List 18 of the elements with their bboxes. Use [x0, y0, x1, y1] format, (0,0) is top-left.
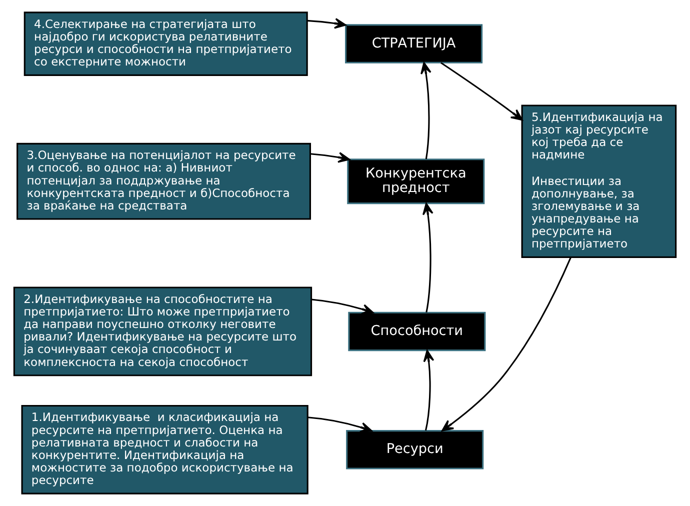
node-box: Конкурентска предност — [347, 158, 485, 204]
arrow — [312, 298, 374, 315]
arrow — [420, 62, 432, 160]
arrow — [310, 152, 350, 163]
node-box: Способности — [348, 312, 486, 352]
arrow — [423, 350, 434, 431]
node-box: 5.Идентификација на јазот кај ресурсите кој треба да се надмине Инвестиции за дополнување, за зголемување и за унапредување на ресурсите на претпријатието — [521, 104, 677, 258]
arrow — [308, 416, 372, 433]
node-box: 2.Идентификување на способностите на претпријатието: Што може претпријатието да направи поуспешно отколку неговите ривали? Идентификување на ресурсите што ја сочинуваат секоја способност и комплексноста на секоја способност — [13, 286, 312, 376]
node-box: 3.Оценување на потенцијалот на ресурсите и способ. во однос на: а) Нивниот потенцијал за поддржување на конкурентската предност и б)Способноста за враќање на средствата — [16, 142, 311, 220]
node-box: СТРАТЕГИЈА — [345, 24, 483, 64]
arrow — [442, 256, 572, 432]
node-box: 4.Селектирање на стратегијата што најдобро ги искористува релативните ресурси и способности на претпријатието со екстерните можности — [24, 12, 308, 76]
arrow — [422, 202, 434, 313]
node-box: 1.Идентификување и класификација на ресурсите на претпријатието. Оценка на релативната вредност и слабости на конкурентите. Идентификација на можностите за подобро искористување на ресурсите — [21, 404, 308, 494]
arrow — [307, 18, 346, 29]
arrow — [440, 62, 523, 121]
node-box: Ресурси — [346, 430, 484, 470]
